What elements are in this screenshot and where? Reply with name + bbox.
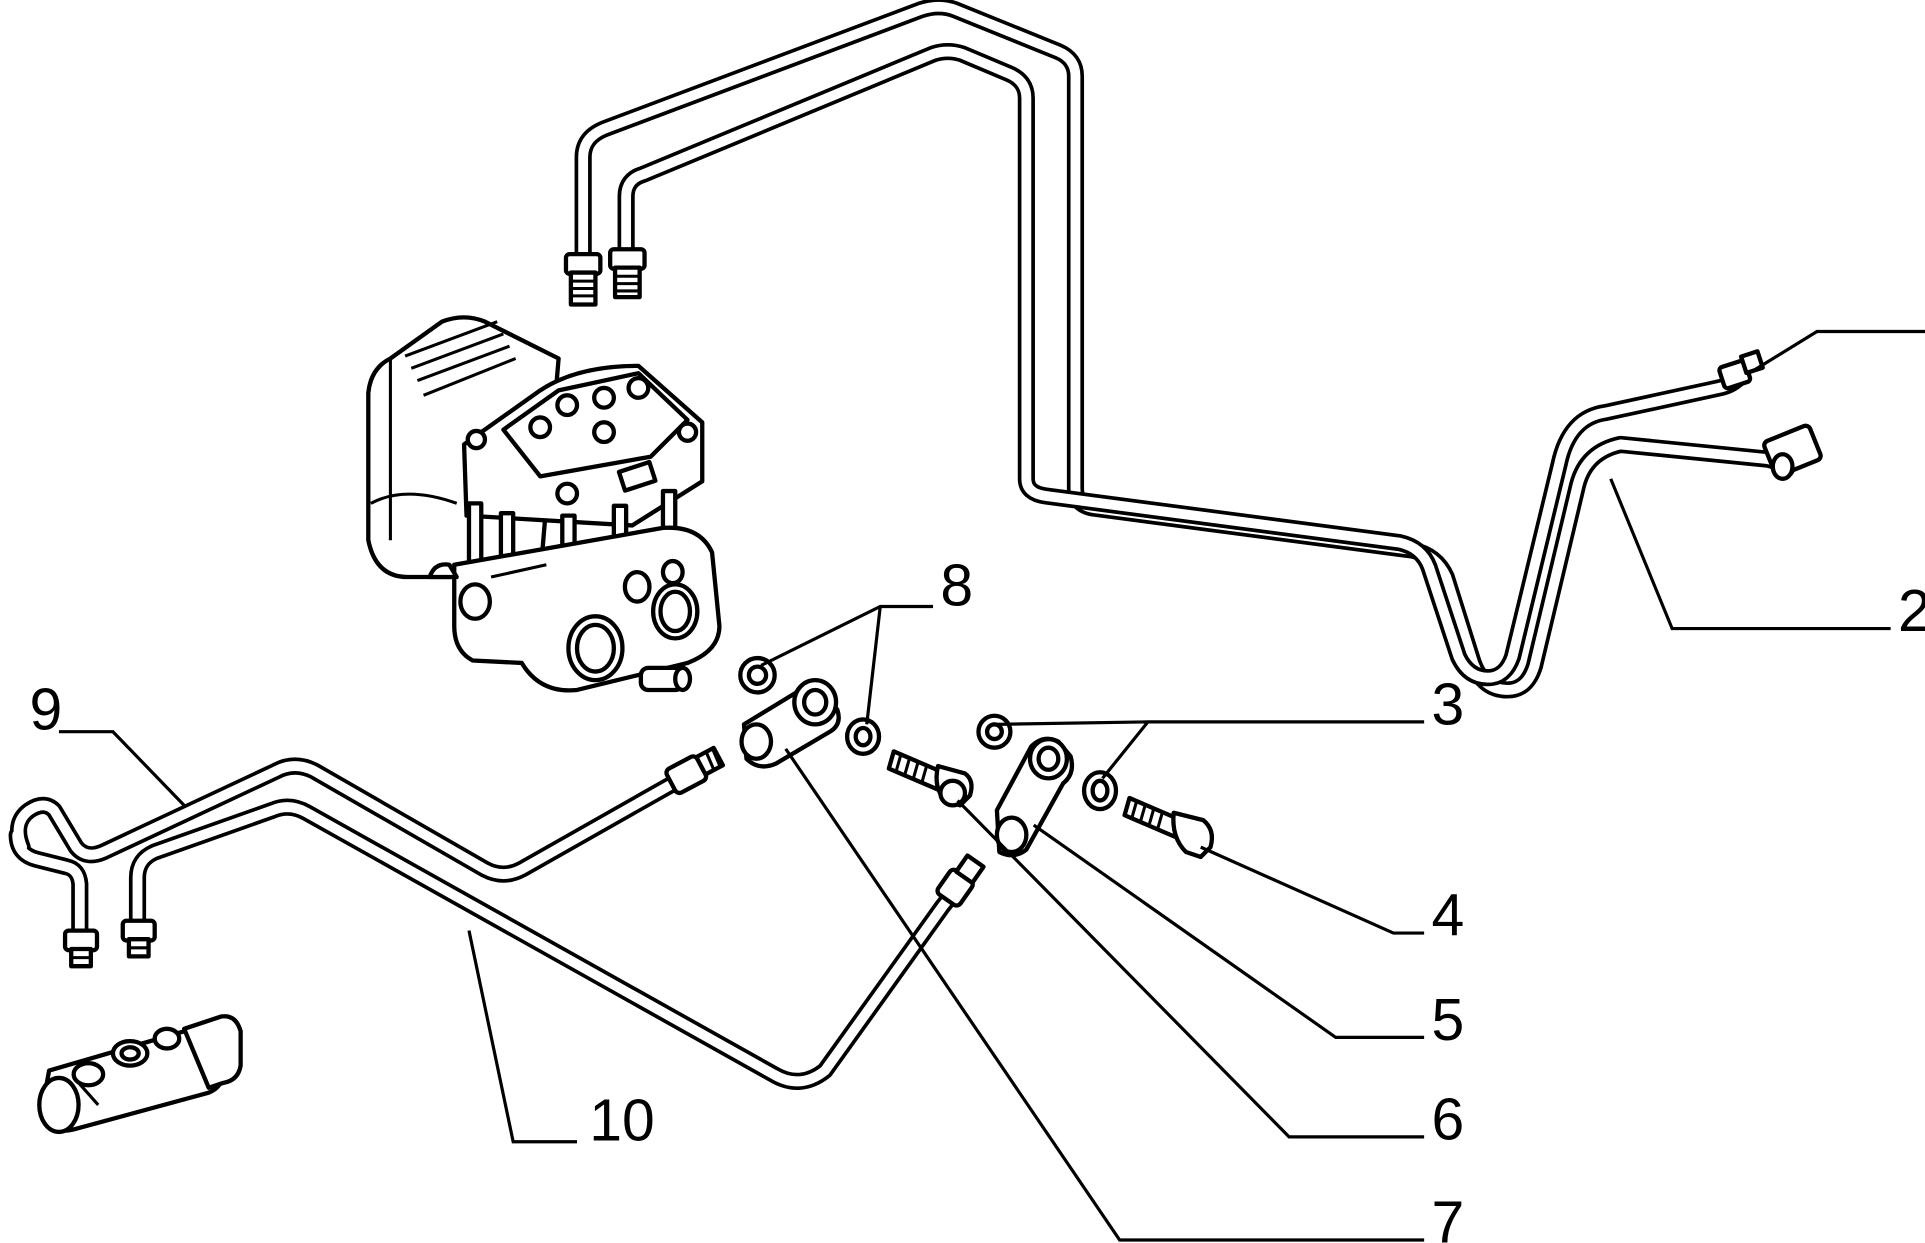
callout-8: 8 <box>940 553 973 618</box>
callout-3: 3 <box>1431 672 1464 737</box>
banjo-union-5 <box>994 736 1075 858</box>
pipe-union-top-left <box>563 247 647 307</box>
banjo-bolt-4 <box>1122 795 1215 860</box>
brake-pipe-1 <box>617 42 1748 687</box>
leader-5 <box>1032 823 1425 1040</box>
leader-6 <box>956 799 1425 1139</box>
leader-2 <box>1609 478 1891 631</box>
banjo-bolt-6 <box>886 749 974 808</box>
sealing-washer-3a <box>976 713 1013 750</box>
callout-4: 4 <box>1431 884 1464 949</box>
callout-5: 5 <box>1431 988 1464 1053</box>
sealing-washer-8a <box>738 655 777 695</box>
pipe-union-10-end <box>935 853 986 908</box>
leader-4 <box>1200 845 1425 935</box>
leader-8a <box>760 604 934 667</box>
callout-labels: 1 2 3 4 5 6 7 8 9 10 <box>29 553 1925 1243</box>
brake-pipe-2 <box>574 0 1795 699</box>
banjo-union-7 <box>739 677 841 769</box>
leader-8b <box>865 606 882 725</box>
leader-3a <box>996 720 1425 726</box>
pipe-nut-right-2 <box>1762 423 1823 481</box>
callout-7: 7 <box>1431 1190 1464 1243</box>
leader-9 <box>58 730 186 807</box>
abs-modulator-unit <box>366 315 722 693</box>
master-cylinder <box>37 1014 243 1135</box>
leader-10 <box>467 930 578 1144</box>
brake-pipe-9 <box>8 757 706 942</box>
sealing-washer-3b <box>1081 770 1119 812</box>
callout-6: 6 <box>1431 1087 1464 1152</box>
callout-2: 2 <box>1898 579 1925 644</box>
leader-7 <box>784 747 1425 1242</box>
brake-pipe-10 <box>128 798 967 1090</box>
leader-lines <box>58 329 1925 1242</box>
callout-10: 10 <box>589 1089 655 1154</box>
pipe-union-9-end <box>664 745 726 796</box>
leader-1 <box>1752 329 1925 373</box>
pipe-union-lower-left <box>62 918 157 969</box>
callout-9: 9 <box>29 677 62 742</box>
leader-3b <box>1101 720 1150 780</box>
pipe-union-right-1 <box>1717 349 1765 391</box>
sealing-washer-8b <box>844 717 882 756</box>
